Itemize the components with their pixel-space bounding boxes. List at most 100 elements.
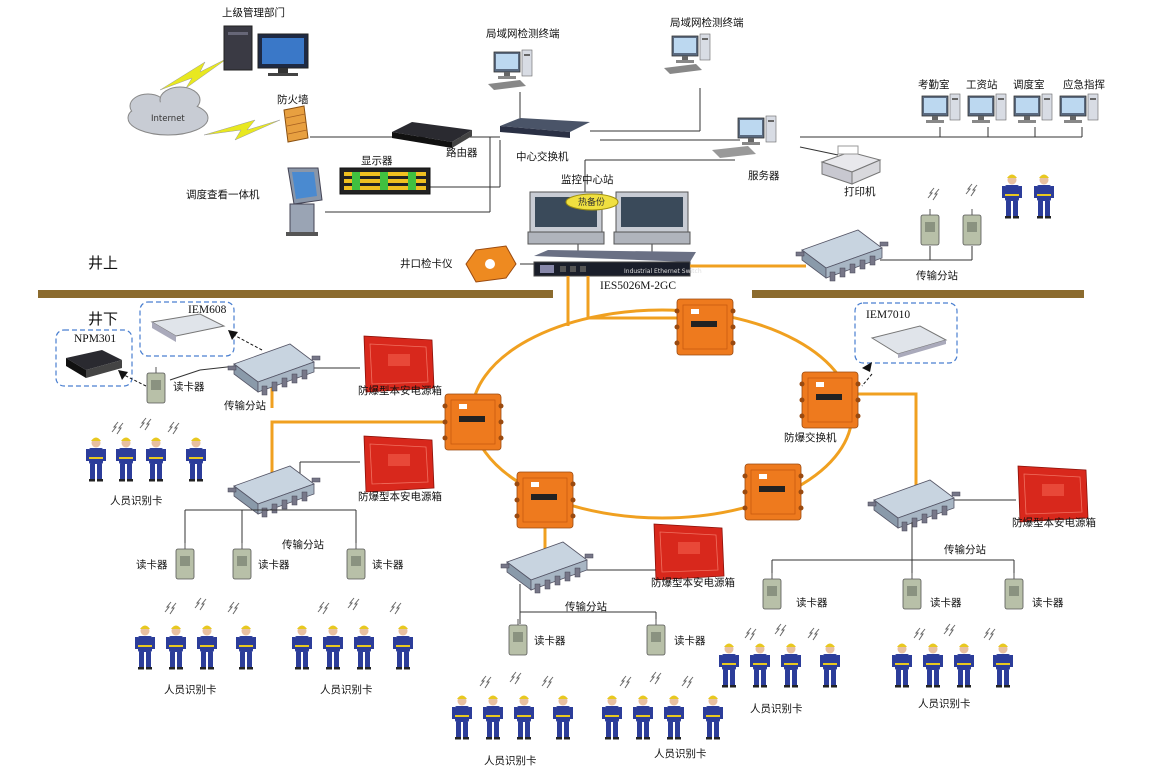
signal-wave-icon xyxy=(913,627,926,641)
iem7010-callout xyxy=(854,302,958,387)
transfer-station-icon xyxy=(227,465,321,518)
flameproof-switch-label: 防爆交换机 xyxy=(784,431,837,444)
core-switch-label: 中心交换机 xyxy=(516,150,569,163)
iem608-label: IEM608 xyxy=(188,304,227,316)
signal-wave-icon xyxy=(649,671,662,685)
monitor-center-label: 监控中心站 xyxy=(561,173,614,186)
switch-icon xyxy=(500,118,590,138)
computer-icon xyxy=(1059,93,1099,124)
flameproof-switch-icon xyxy=(742,463,804,521)
worker-icon xyxy=(993,643,1013,688)
card-reader-icon xyxy=(508,618,528,656)
card-label: 人员识别卡 xyxy=(320,683,373,696)
signal-wave-icon xyxy=(744,627,757,641)
office-label: 考勤室 xyxy=(918,78,950,91)
worker-icon xyxy=(719,643,739,688)
office-label: 应急指挥 xyxy=(1063,78,1105,91)
signal-wave-icon xyxy=(943,623,956,637)
card-reader-label: 读卡器 xyxy=(930,596,962,609)
main-switch-panel-text: Industrial Ethernet Switch xyxy=(624,268,702,275)
card-reader-icon xyxy=(146,366,166,404)
transfer-station-icon xyxy=(500,541,594,594)
signal-wave-icon xyxy=(681,675,694,689)
card-reader-icon xyxy=(962,208,982,246)
signal-wave-icon xyxy=(807,627,820,641)
main-switch-icon xyxy=(533,250,696,277)
worker-icon xyxy=(781,643,801,688)
worker-icon xyxy=(86,437,106,482)
transfer-station-icon xyxy=(795,229,889,282)
worker-icon xyxy=(892,643,912,688)
transfer-station-label: 传输分站 xyxy=(282,538,324,551)
card-reader-label: 读卡器 xyxy=(534,634,566,647)
office-label: 调度室 xyxy=(1013,78,1045,91)
card-label: 人员识别卡 xyxy=(484,754,537,767)
power-box-label: 防爆型本安电源箱 xyxy=(651,576,735,589)
card-label: 人员识别卡 xyxy=(918,697,971,710)
signal-wave-icon xyxy=(227,601,240,615)
worker-icon xyxy=(602,695,622,740)
printer-label: 打印机 xyxy=(844,185,876,198)
worker-icon xyxy=(1034,174,1054,219)
flameproof-switch-icon xyxy=(799,371,861,429)
worker-icon xyxy=(135,625,155,670)
worker-icon xyxy=(354,625,374,670)
card-label: 人员识别卡 xyxy=(750,702,803,715)
card-reader-icon xyxy=(646,618,666,656)
signal-wave-icon xyxy=(774,623,787,637)
worker-icon xyxy=(116,437,136,482)
signal-wave-icon xyxy=(317,601,330,615)
kiosk-label: 调度查看一体机 xyxy=(186,188,260,201)
lan-terminal-1-icon xyxy=(488,49,533,90)
server-label: 服务器 xyxy=(748,169,780,182)
lan-terminal-2-label: 局域网检测终端 xyxy=(670,16,744,29)
flameproof-switch-icon xyxy=(514,471,576,529)
office-label: 工资站 xyxy=(966,78,998,91)
lan-terminal-2-icon xyxy=(664,33,711,74)
card-reader-label: 读卡器 xyxy=(372,558,404,571)
worker-icon xyxy=(954,643,974,688)
signal-wave-icon xyxy=(111,421,124,435)
power-box-label: 防爆型本安电源箱 xyxy=(1012,516,1096,529)
signal-wave-icon xyxy=(167,421,180,435)
monitor-station-icon xyxy=(527,191,691,245)
display-label: 显示器 xyxy=(361,155,393,167)
worker-icon xyxy=(197,625,217,670)
flameproof-switch-icon xyxy=(442,393,504,451)
ground-line xyxy=(38,290,1084,298)
worker-icon xyxy=(452,695,472,740)
signal-wave-icon xyxy=(479,675,492,689)
card-label: 人员识别卡 xyxy=(654,747,707,760)
worker-icon xyxy=(483,695,503,740)
zone-label-above: 井上 xyxy=(88,254,118,272)
computer-icon xyxy=(967,93,1007,124)
kiosk-icon xyxy=(286,167,323,236)
card-reader-label: 读卡器 xyxy=(674,634,706,647)
computer-icon xyxy=(921,93,961,124)
worker-icon xyxy=(166,625,186,670)
card-reader-icon xyxy=(1004,572,1024,610)
transfer-station-label: 传输分站 xyxy=(916,269,958,282)
signal-wave-icon xyxy=(389,601,402,615)
worker-icon xyxy=(633,695,653,740)
power-box-label: 防爆型本安电源箱 xyxy=(358,490,442,503)
led-display-icon xyxy=(339,167,431,195)
signal-wave-icon xyxy=(139,417,152,431)
zone-label-below: 井下 xyxy=(88,310,118,328)
worker-icon xyxy=(750,643,770,688)
signal-wave-icon xyxy=(509,671,522,685)
worker-icon xyxy=(292,625,312,670)
office-computers xyxy=(921,93,1099,124)
transfer-station-icon xyxy=(227,343,321,396)
worker-icon xyxy=(323,625,343,670)
card-reader-label: 读卡器 xyxy=(173,380,205,393)
worker-icon xyxy=(393,625,413,670)
transfer-station-label: 传输分站 xyxy=(565,600,607,613)
firewall-label: 防火墙 xyxy=(277,93,309,106)
signal-wave-icon xyxy=(541,675,554,689)
internet-label: Internet xyxy=(151,114,185,124)
surface-wiring xyxy=(310,88,1083,265)
cloud-icon xyxy=(127,86,209,136)
worker-icon xyxy=(514,695,534,740)
power-box-icon xyxy=(363,435,435,493)
